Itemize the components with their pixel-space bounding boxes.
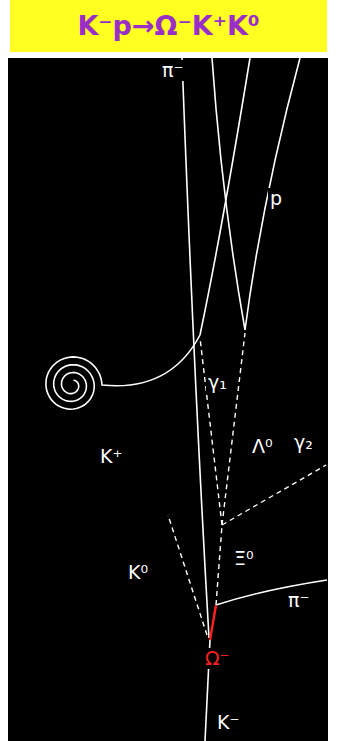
bubble-chamber-photo	[8, 58, 328, 741]
k-zero-track	[168, 515, 207, 635]
title-banner: K⁻p→Ω⁻K⁺K⁰	[10, 0, 327, 52]
particle-label: π⁻	[160, 60, 185, 81]
gamma1-track	[200, 338, 222, 525]
electron-spiral	[46, 335, 200, 409]
lambda-track	[222, 333, 245, 525]
positron-track	[200, 58, 250, 335]
particle-label: Λ⁰	[250, 436, 275, 457]
omega-label: Ω⁻	[203, 648, 232, 669]
particle-label: γ₁	[206, 372, 229, 393]
omega-track	[210, 605, 216, 640]
particle-label: K⁰	[126, 562, 150, 583]
gamma2-track	[222, 465, 326, 525]
proton-track	[245, 58, 300, 330]
particle-label: γ₂	[292, 432, 315, 453]
particle-label: Ξ⁰	[232, 548, 256, 569]
particle-label: p	[268, 188, 284, 209]
particle-label: K⁺	[98, 446, 125, 467]
particle-label: K⁻	[215, 712, 242, 733]
k-plus-track	[182, 58, 209, 638]
particle-label: π⁻	[286, 590, 311, 611]
xi-zero-track	[216, 525, 222, 605]
title: K⁻p→Ω⁻K⁺K⁰	[10, 0, 327, 52]
pion-track	[212, 58, 245, 330]
